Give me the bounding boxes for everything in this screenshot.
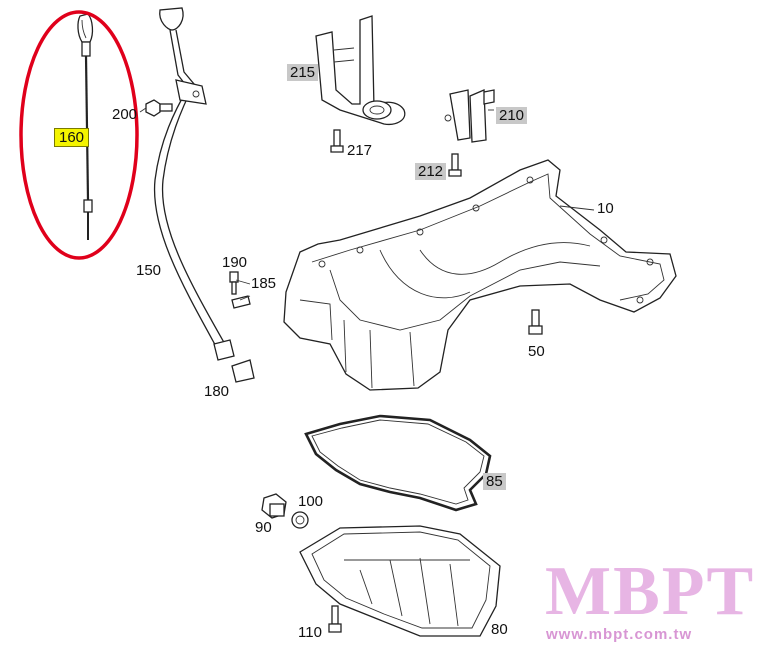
part-label-210[interactable]: 210 bbox=[496, 107, 528, 124]
part-label-50[interactable]: 50 bbox=[528, 343, 545, 360]
part-label-180[interactable]: 180 bbox=[204, 383, 230, 400]
guide-tube-part-150[interactable] bbox=[153, 7, 255, 383]
dipstick-part-160[interactable] bbox=[77, 13, 94, 240]
gasket-part-85[interactable] bbox=[304, 414, 492, 512]
bolt-part-190[interactable] bbox=[229, 271, 239, 295]
part-label-150[interactable]: 150 bbox=[136, 262, 162, 279]
part-label-212[interactable]: 212 bbox=[415, 163, 447, 180]
bolt-part-212[interactable] bbox=[448, 153, 462, 177]
part-label-80[interactable]: 80 bbox=[491, 621, 508, 638]
part-label-215[interactable]: 215 bbox=[287, 64, 319, 81]
upper-oil-pan-part-10[interactable] bbox=[283, 159, 677, 391]
part-label-100[interactable]: 100 bbox=[298, 493, 324, 510]
part-label-160[interactable]: 160 bbox=[54, 128, 90, 147]
part-label-190[interactable]: 190 bbox=[222, 254, 248, 271]
bracket-part-210[interactable] bbox=[444, 89, 495, 143]
leader-lines bbox=[139, 107, 595, 301]
highlight-ellipse bbox=[19, 10, 139, 260]
part-label-90[interactable]: 90 bbox=[255, 519, 272, 536]
drain-plug-part-90[interactable] bbox=[261, 493, 287, 519]
watermark-url: www.mbpt.com.tw bbox=[546, 626, 693, 643]
part-label-200[interactable]: 200 bbox=[112, 106, 138, 123]
bolt-part-110[interactable] bbox=[328, 605, 342, 633]
bracket-part-215[interactable] bbox=[315, 15, 406, 126]
part-label-85[interactable]: 85 bbox=[483, 473, 506, 490]
clip-part-185[interactable] bbox=[231, 295, 251, 309]
seal-ring-part-100[interactable] bbox=[291, 511, 309, 529]
bolt-part-200[interactable] bbox=[145, 99, 173, 117]
part-label-185[interactable]: 185 bbox=[251, 275, 277, 292]
bolt-part-50[interactable] bbox=[528, 309, 543, 335]
part-label-110[interactable]: 110 bbox=[298, 624, 322, 641]
bolt-part-217[interactable] bbox=[330, 129, 344, 153]
part-label-217[interactable]: 217 bbox=[347, 142, 373, 159]
lower-oil-pan-part-80[interactable] bbox=[299, 525, 501, 637]
part-label-10[interactable]: 10 bbox=[597, 200, 614, 217]
watermark-brand: MBPT bbox=[545, 553, 756, 630]
